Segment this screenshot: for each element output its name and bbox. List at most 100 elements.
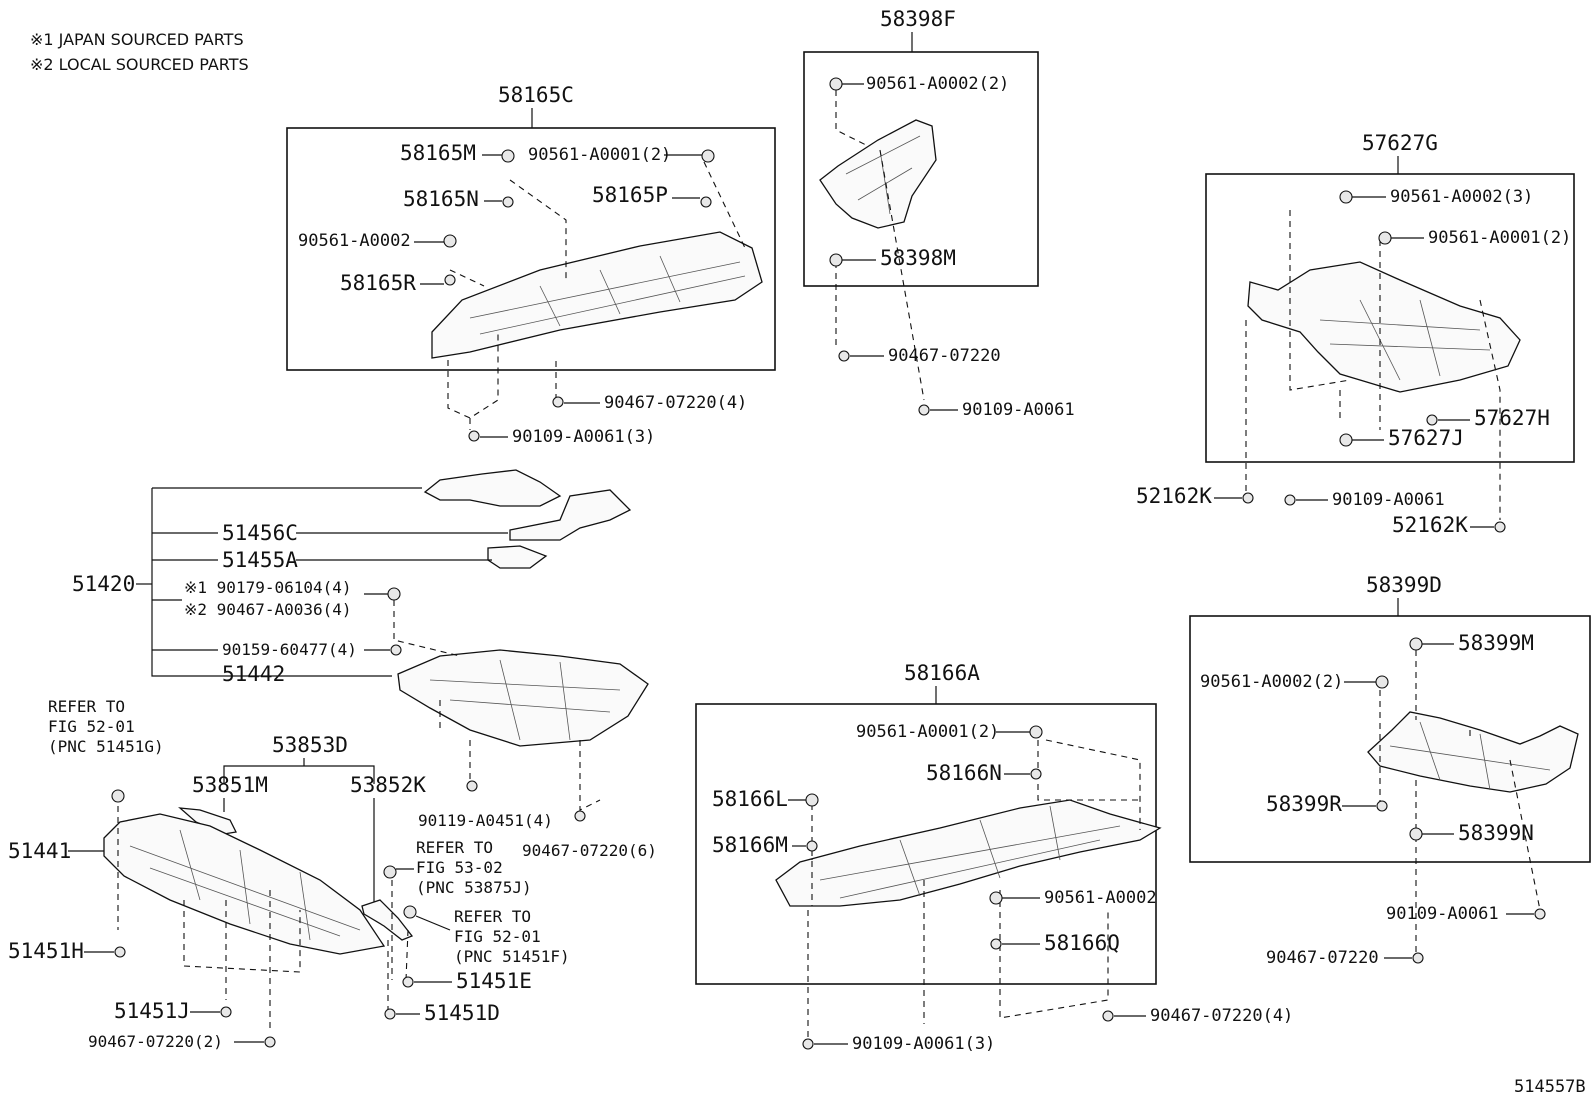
label-51451e: 51451E: [456, 969, 532, 993]
under-cover-51441-drawing: [103, 813, 386, 955]
label-90467-07220-2: 90467-07220(2): [88, 1032, 223, 1051]
label-51456c: 51456C: [222, 521, 298, 545]
legend-local-sourced: ※2 LOCAL SOURCED PARTS: [30, 55, 249, 74]
label-52162k-b: 52162K: [1392, 513, 1468, 537]
label-90109-a0061-e: 90109-A0061: [1386, 904, 1499, 924]
label-58399n: 58399N: [1458, 821, 1534, 845]
label-90467-07220-4-a: 90467-07220(4): [604, 393, 747, 413]
clip-icon: [1339, 433, 1353, 447]
clip-icon: [829, 253, 843, 267]
ref3-line3: (PNC 51451F): [454, 947, 570, 966]
label-58166n: 58166N: [926, 761, 1002, 785]
label-note2-90467-a0036: ※2 90467-A0036(4): [184, 600, 352, 619]
legend-japan-sourced: ※1 JAPAN SOURCED PARTS: [30, 30, 244, 49]
label-90109-a0061-c: 90109-A0061: [1332, 490, 1445, 510]
bolt-icon: [264, 1036, 276, 1048]
clip-icon: [403, 905, 417, 919]
label-57627j: 57627J: [1388, 426, 1464, 450]
rear-under-cover-drawing: [1367, 711, 1579, 793]
label-90159-60477-4: 90159-60477(4): [222, 640, 357, 659]
label-58166m: 58166M: [712, 833, 788, 857]
group-58399d: 58399D 58399M 90561-A0002(2) 58399R 5839…: [1189, 573, 1591, 968]
label-51441: 51441: [8, 839, 71, 863]
group-box-57627g: [1205, 173, 1575, 463]
label-90561-a0002-2-b: 90561-A0002(2): [866, 74, 1009, 94]
clip-icon: [989, 891, 1003, 905]
group-51420: 51420 51456C 51455A ※1 90179-06104(4) ※2…: [72, 469, 657, 860]
clip-icon: [701, 149, 715, 163]
group-title-51420: 51420: [72, 572, 135, 596]
label-58165n: 58165N: [403, 187, 479, 211]
ref2-line1: REFER TO: [416, 838, 493, 857]
bolt-icon: [918, 404, 930, 416]
label-58165m: 58165M: [400, 141, 476, 165]
label-53852k: 53852K: [350, 773, 426, 797]
label-53851m: 53851M: [192, 773, 268, 797]
screw-icon: [838, 350, 850, 362]
label-90561-a0001-2-c: 90561-A0001(2): [1428, 228, 1571, 248]
clip-icon: [444, 274, 456, 286]
label-note1-90179-06104: ※1 90179-06104(4): [184, 578, 352, 597]
group-title-58398f: 58398F: [880, 7, 956, 31]
nut-icon: [387, 587, 401, 601]
label-90561-a0002-2-e: 90561-A0002(2): [1200, 672, 1343, 692]
seal-51456c-drawing: [423, 469, 562, 507]
label-90109-a0061-3-d: 90109-A0061(3): [852, 1034, 995, 1054]
label-51451h: 51451H: [8, 939, 84, 963]
ref1-line2: FIG 52-01: [48, 717, 135, 736]
label-58165p: 58165P: [592, 183, 668, 207]
bolt-icon: [1494, 521, 1506, 533]
ref3-line1: REFER TO: [454, 907, 531, 926]
label-51451d: 51451D: [424, 1001, 500, 1025]
clip-icon: [1426, 414, 1438, 426]
group-box-58166a: [695, 703, 1157, 985]
under-cover-51442-drawing: [397, 649, 649, 747]
label-90467-07220-b: 90467-07220: [888, 346, 1001, 366]
clip-icon: [1030, 768, 1042, 780]
label-90467-07220-4-d: 90467-07220(4): [1150, 1006, 1293, 1026]
bolt-icon: [384, 1008, 396, 1020]
label-51451j: 51451J: [114, 999, 190, 1023]
group-57627g: 57627G 90561-A0002(3) 90561-A0001(2) 576…: [1136, 131, 1575, 537]
label-90119-a0451-4: 90119-A0451(4): [418, 811, 553, 830]
group-box-58398f: [803, 51, 1039, 287]
screw-icon: [1412, 952, 1424, 964]
group-53853d: REFER TO FIG 52-01 (PNC 51451G) 53853D 5…: [8, 697, 570, 1051]
group-58165c: 58165C 58165M 90561-A0001(2) 58165N 5816…: [286, 83, 776, 447]
bolt-icon: [466, 780, 478, 792]
label-90561-a0002-d: 90561-A0002: [1044, 888, 1157, 908]
label-90561-a0002: 90561-A0002: [298, 231, 411, 251]
ref2-line2: FIG 53-02: [416, 858, 503, 877]
label-57627h: 57627H: [1474, 406, 1550, 430]
ref1-line1: REFER TO: [48, 697, 125, 716]
clip-icon: [502, 196, 514, 208]
fender-shield-drawing: [819, 119, 937, 229]
screw-icon: [574, 810, 586, 822]
group-box-58399d: [1189, 615, 1591, 863]
deflector-53852k-drawing: [361, 899, 414, 941]
group-title-58165c: 58165C: [498, 83, 574, 107]
clip-icon: [1409, 827, 1423, 841]
bolt-icon: [1284, 494, 1296, 506]
clip-icon: [805, 793, 819, 807]
engine-under-cover-rh-drawing: [431, 231, 763, 359]
bolt-icon: [402, 976, 414, 988]
ref1-line3: (PNC 51451G): [48, 737, 164, 756]
label-58166l: 58166L: [712, 787, 788, 811]
clip-icon: [1029, 725, 1043, 739]
clip-icon: [383, 865, 397, 879]
label-90561-a0001-2: 90561-A0001(2): [528, 145, 671, 165]
screw-icon: [552, 396, 564, 408]
group-title-53853d: 53853D: [272, 733, 348, 757]
figure-id: 514557B: [1514, 1077, 1586, 1097]
ref2-line3: (PNC 53875J): [416, 878, 532, 897]
group-box-58165c: [286, 127, 776, 371]
group-58166a: 58166A 90561-A0001(2) 58166N 58166L 5816…: [695, 661, 1293, 1054]
label-58398m: 58398M: [880, 246, 956, 270]
bolt-icon: [1242, 492, 1254, 504]
label-58165r: 58165R: [340, 271, 416, 295]
clip-icon: [1409, 637, 1423, 651]
group-title-58399d: 58399D: [1366, 573, 1442, 597]
label-51442: 51442: [222, 662, 285, 686]
